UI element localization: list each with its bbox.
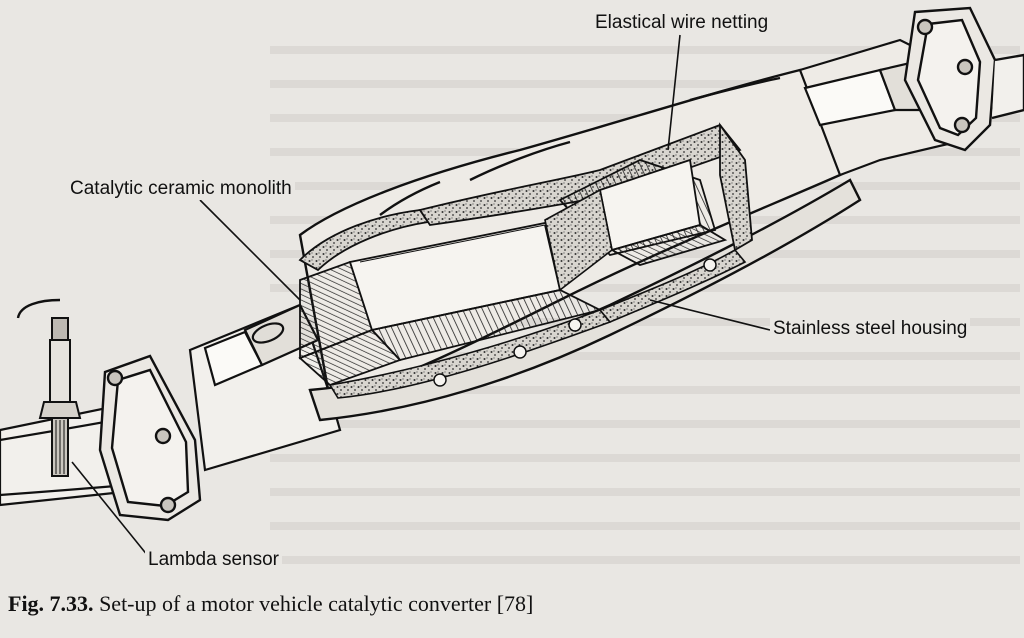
label-monolith: Catalytic ceramic monolith [67, 178, 295, 200]
monolith-front [298, 220, 603, 387]
left-flange [98, 354, 202, 522]
housing-dimples [433, 258, 717, 387]
leader-lambda-sensor [71, 461, 149, 557]
leader-housing [649, 299, 771, 331]
caption-figure-number: Fig. 7.33. [8, 591, 94, 616]
label-lambda-sensor: Lambda sensor [145, 549, 282, 571]
leader-lines [71, 34, 771, 557]
caption-text: Set-up of a motor vehicle catalytic conv… [99, 591, 534, 616]
monolith-rear [558, 158, 728, 266]
figure-caption: Fig. 7.33. Set-up of a motor vehicle cat… [8, 591, 533, 617]
leader-wire-netting [667, 34, 681, 151]
wire-netting-band [298, 122, 753, 272]
label-housing: Stainless steel housing [770, 318, 971, 340]
label-wire-netting: Elastical wire netting [592, 12, 772, 34]
leader-monolith [199, 199, 301, 301]
lambda-sensor [16, 298, 82, 477]
right-flange [903, 6, 1024, 152]
